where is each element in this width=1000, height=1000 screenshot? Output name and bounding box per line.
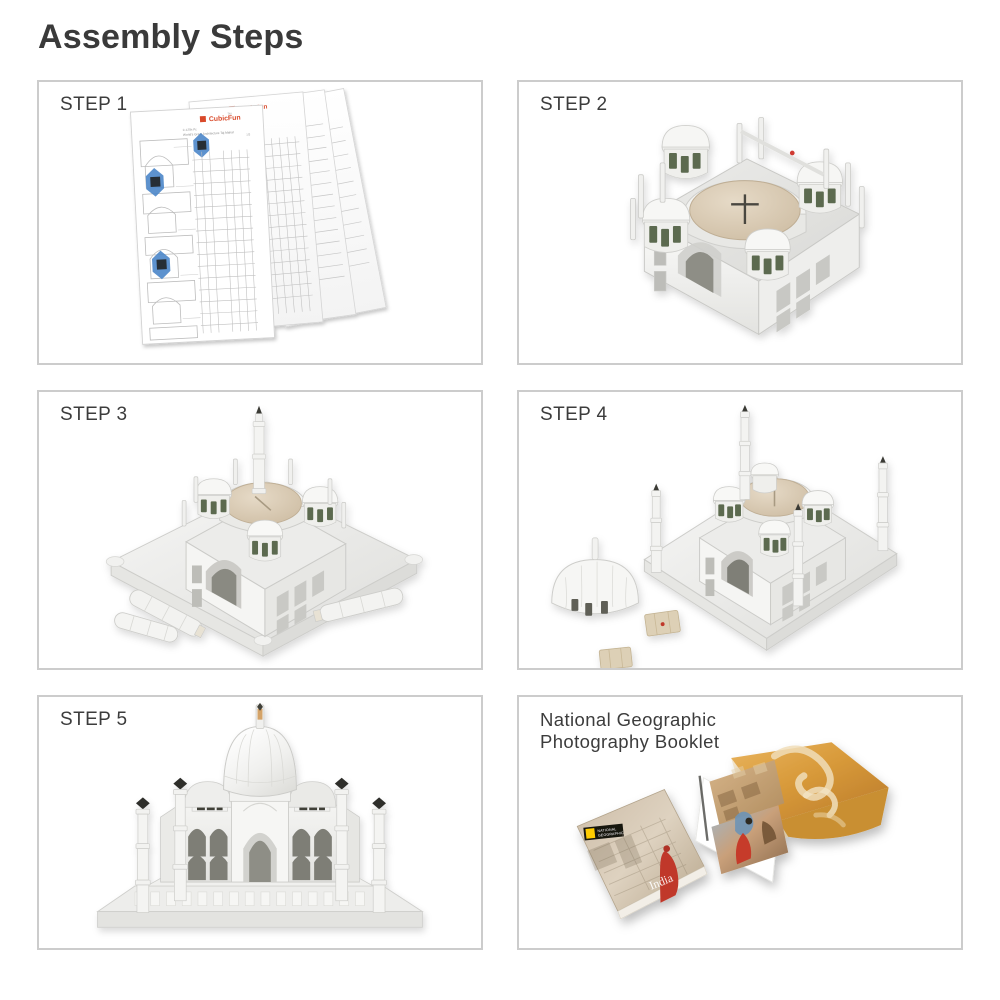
booklet-label-line-1: National Geographic: [540, 709, 717, 730]
booklet-label-line-2: Photography Booklet: [540, 730, 720, 752]
svg-text:GEOGRAPHIC: GEOGRAPHIC: [598, 831, 624, 838]
panel-step-4-label: STEP 4: [540, 404, 608, 425]
svg-text:CubicFun: CubicFun: [209, 115, 241, 124]
svg-text:TM: TM: [227, 112, 232, 116]
step-1-illustration: CubicFun CubicFun C-120 Pc World's Gre: [39, 82, 481, 363]
step-3-illustration: [39, 392, 481, 668]
panel-step-3-label: STEP 3: [60, 404, 128, 425]
step-2-illustration: [519, 82, 961, 363]
panel-step-5-label: STEP 5: [60, 709, 128, 730]
panel-step-3: STEP 3: [37, 390, 483, 670]
svg-text:World's Great Architecture Taj: World's Great Architecture Taj Mahal: [183, 130, 234, 137]
panel-step-1-label: STEP 1: [60, 94, 128, 115]
panel-booklet-label: National Geographic Photography Booklet: [540, 709, 719, 753]
svg-text:NATIONAL: NATIONAL: [597, 827, 616, 833]
step-5-illustration: [39, 697, 481, 948]
svg-text:1/3: 1/3: [246, 132, 251, 136]
step-4-illustration: [519, 392, 961, 668]
panel-step-5: STEP 5: [37, 695, 483, 950]
panel-step-2: STEP 2: [517, 80, 963, 365]
panel-step-2-label: STEP 2: [540, 94, 608, 115]
assembly-steps-grid: STEP 1: [37, 80, 963, 950]
panel-step-1: STEP 1: [37, 80, 483, 365]
panel-booklet: National Geographic Photography Booklet: [517, 695, 963, 950]
booklet-illustration: NATIONAL GEOGRAPHIC: [519, 697, 961, 948]
svg-text:C-120h Pc: C-120h Pc: [183, 127, 198, 132]
page-title: Assembly Steps: [38, 18, 304, 56]
panel-step-4: STEP 4: [517, 390, 963, 670]
